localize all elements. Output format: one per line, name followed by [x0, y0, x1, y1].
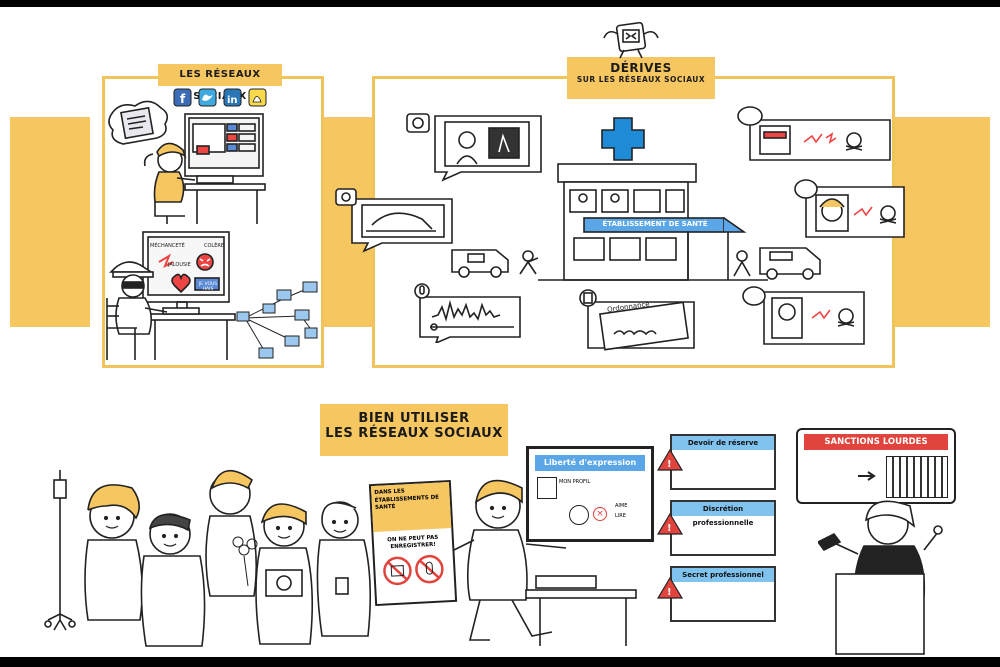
option-lire[interactable]: Lire: [615, 513, 626, 519]
rule-title-devoir: Devoir de réserve: [672, 436, 774, 450]
rule-title-discretion: Discrétion professionnelle: [672, 502, 774, 527]
svg-text:in: in: [227, 95, 238, 106]
svg-text:f: f: [180, 92, 186, 106]
bien-utiliser-title: Bien utiliser les réseaux sociaux: [320, 404, 508, 456]
comment-bubble-angry-face: [794, 179, 905, 238]
rule-title-secret: Secret professionnel: [672, 568, 774, 582]
rule-box-devoir: Devoir de réserve: [670, 434, 776, 490]
word-colere: Colère: [204, 243, 225, 249]
speech-je-vous-hais: Je vous hais: [198, 282, 218, 292]
option-aime[interactable]: Aime: [615, 503, 628, 509]
svg-text:!: !: [667, 459, 672, 470]
rule-box-secret: Secret professionnel: [670, 566, 776, 622]
svg-text:!: !: [667, 587, 672, 598]
bien-utiliser-line1: Bien utiliser: [358, 411, 470, 426]
sanctions-arrow-icon: [858, 471, 876, 481]
doctor-at-computer-illustration: [453, 479, 637, 646]
comment-bubble-pharmacy: [737, 106, 891, 161]
social-icons-row: f in: [173, 88, 267, 107]
letterbox-bottom: [0, 657, 1000, 667]
derives-title-line1: Dérives: [610, 61, 672, 75]
social-networks-title: Les réseaux sociaux: [158, 64, 282, 102]
woman-at-computer-illustration: [108, 100, 266, 224]
no-recording-poster: Dans les établissements de santé On ne p…: [368, 479, 458, 607]
hospital-staff-group-illustration: [44, 470, 372, 647]
audio-post-bubble: [414, 283, 521, 343]
bien-utiliser-line2: les réseaux sociaux: [325, 425, 503, 441]
letterbox-top: [0, 0, 1000, 7]
warning-triangles: ! ! !: [656, 448, 684, 599]
camera-post-bubble-top: [406, 113, 542, 182]
comment-bubble-doctor: [742, 286, 865, 345]
word-mechancete: Méchanceté: [150, 243, 185, 249]
angry-phone-icon: [603, 21, 659, 59]
profile-avatar: [537, 477, 557, 499]
hacker-at-computer-illustration: [106, 231, 318, 360]
forbidden-camera-mic-icon: [383, 555, 444, 586]
liberte-monitor: Liberté d'expression Mon profil × Aime L…: [526, 446, 654, 542]
word-jalousie: Jalousie: [168, 262, 191, 268]
hospital-sign-text: Établissement de santé: [602, 220, 708, 228]
background-band-left: [10, 117, 90, 327]
derives-title: Dérives sur les réseaux sociaux: [567, 57, 715, 99]
rule-box-discretion: Discrétion professionnelle: [670, 500, 776, 556]
liberte-header[interactable]: Liberté d'expression: [535, 455, 645, 471]
ordonnance-post-bubble: [579, 289, 695, 351]
svg-text:!: !: [667, 523, 672, 534]
ambulance-right-illustration: [733, 247, 821, 280]
profile-label[interactable]: Mon profil: [559, 479, 591, 485]
background-band-right: [893, 117, 990, 327]
judge-illustration: [818, 500, 943, 655]
sanctions-box: Sanctions lourdes: [796, 428, 956, 504]
chat-circle-icon: [569, 505, 589, 525]
hospital-building-illustration: [538, 117, 768, 281]
camera-post-bubble-patient: [335, 188, 453, 253]
sanctions-title: Sanctions lourdes: [804, 434, 948, 450]
ambulance-left-illustration: [451, 249, 539, 278]
sanctions-jail-image: [886, 456, 948, 498]
reject-x-icon[interactable]: ×: [593, 507, 607, 521]
derives-title-line2: sur les réseaux sociaux: [576, 74, 706, 84]
